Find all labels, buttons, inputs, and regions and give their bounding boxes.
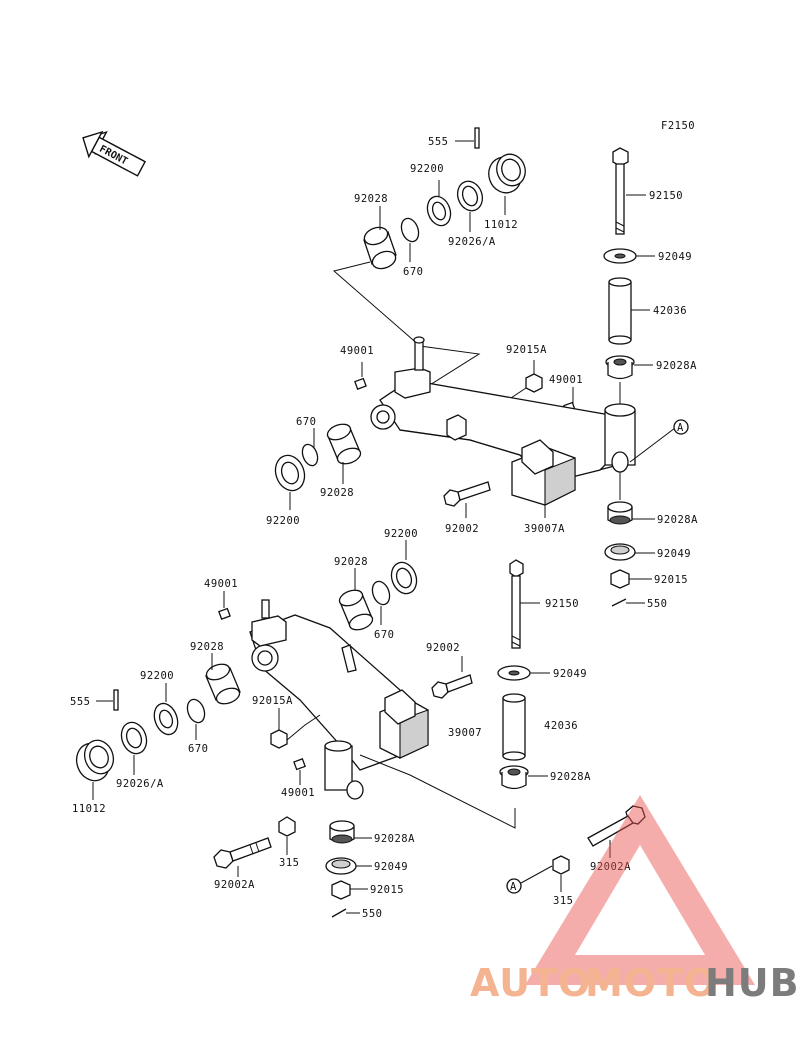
oring-670-upper-left: [301, 443, 319, 467]
oring-670-lower-left: [186, 698, 206, 724]
label-92049-upper: 92049: [658, 251, 692, 263]
watermark-hub: HUB: [705, 961, 800, 1005]
label-92002a-right: 92002A: [590, 861, 631, 873]
watermark-logo: AUTO MOTO HUB: [470, 795, 800, 1005]
washer-92049-upper-bottom: [604, 543, 636, 561]
callout-a-lower-label: A: [510, 881, 517, 893]
pin-555-upper: [474, 127, 480, 149]
figure-code: F2150: [661, 120, 695, 132]
label-92015-lower: 92015: [370, 884, 404, 896]
label-92200-upper-left: 92200: [266, 515, 300, 527]
label-92028-upper-left: 92028: [320, 487, 354, 499]
oring-670-lower-right: [371, 580, 391, 606]
label-670-upper-left: 670: [296, 416, 316, 428]
label-92026a-upper: 92026/A: [448, 236, 496, 248]
bushing-92028a-upper-bottom: [607, 501, 633, 525]
grease-fitting-49001-lower-bottom: [293, 758, 306, 771]
label-92028a-upper-bottom: 92028A: [657, 514, 698, 526]
bolt-92002a-lower: [213, 837, 272, 869]
swing-arm-upper: [370, 336, 636, 506]
callout-a-lower: [506, 878, 522, 894]
bolt-92002-upper: [443, 481, 491, 507]
swing-arm-lower: [249, 599, 429, 800]
watermark-moto: MOTO: [585, 961, 717, 1005]
watermark-auto: AUTO: [470, 961, 591, 1005]
label-92200-upper: 92200: [410, 163, 444, 175]
label-92028a-upper-top: 92028A: [656, 360, 697, 372]
collar-42036-lower: [502, 693, 526, 761]
label-550-upper: 550: [647, 598, 667, 610]
label-42036-upper: 42036: [653, 305, 687, 317]
grease-fitting-49001-upper-left: [354, 377, 367, 390]
cotter-pin-550-upper: [611, 598, 627, 607]
callout-a-upper: [673, 419, 689, 435]
bushing-92028a-lower-left: [329, 820, 355, 844]
label-670-lower-right: 670: [374, 629, 394, 641]
label-39007-lower: 39007: [448, 727, 482, 739]
label-92028-lower-left: 92028: [190, 641, 224, 653]
label-92049-lower-bottom: 92049: [374, 861, 408, 873]
label-92028a-lower-left: 92028A: [374, 833, 415, 845]
label-555-upper: 555: [428, 136, 448, 148]
bushing-92028-lower-right: [338, 589, 374, 631]
label-49001-upper-left: 49001: [340, 345, 374, 357]
label-92026a-lower: 92026/A: [116, 778, 164, 790]
bushing-92028-lower-left: [205, 663, 241, 705]
label-92028-upper: 92028: [354, 193, 388, 205]
label-92150-lower: 92150: [545, 598, 579, 610]
oring-670-upper: [400, 217, 420, 243]
label-39007a-upper: 39007A: [524, 523, 565, 535]
label-92015a-upper: 92015A: [506, 344, 547, 356]
label-92002-upper: 92002: [445, 523, 479, 535]
label-92150-upper: 92150: [649, 190, 683, 202]
callout-a-upper-label: A: [677, 422, 684, 434]
nut-92015a-upper: [525, 373, 543, 393]
label-92002a-lower: 92002A: [214, 879, 255, 891]
label-92028a-lower-right: 92028A: [550, 771, 591, 783]
front-arrow-icon: FRONT: [82, 130, 147, 177]
label-49001-lower-bottom: 49001: [281, 787, 315, 799]
label-49001-lower-top: 49001: [204, 578, 238, 590]
grease-fitting-49001-lower-top: [218, 607, 231, 620]
label-92049-upper-bottom: 92049: [657, 548, 691, 560]
bolt-92150-lower: [509, 559, 524, 649]
cap-11012-upper: [488, 153, 526, 194]
label-11012-upper: 11012: [484, 219, 518, 231]
bolt-92002-lower: [431, 674, 473, 699]
label-92049-lower-top: 92049: [553, 668, 587, 680]
pin-555-lower: [113, 689, 119, 711]
label-555-lower: 555: [70, 696, 90, 708]
label-11012-lower: 11012: [72, 803, 106, 815]
label-92015a-lower: 92015A: [252, 695, 293, 707]
bushing-92028a-upper-top: [605, 355, 635, 380]
label-92028-lower-right: 92028: [334, 556, 368, 568]
label-315-lower: 315: [279, 857, 299, 869]
label-49001-upper-right: 49001: [549, 374, 583, 386]
cotter-pin-550-lower: [331, 908, 347, 918]
label-550-lower: 550: [362, 908, 382, 920]
washer-92049-lower-bottom: [325, 857, 357, 875]
bushing-92028-upper-left: [326, 423, 362, 465]
nut-315-right: [552, 855, 570, 875]
nut-92015-upper: [610, 569, 630, 589]
label-92002-lower: 92002: [426, 642, 460, 654]
nut-92015-lower: [331, 880, 351, 900]
label-92200-lower-left: 92200: [140, 670, 174, 682]
collar-42036-upper: [608, 277, 632, 345]
nut-315-lower: [278, 816, 296, 837]
bolt-92150-upper: [612, 147, 629, 235]
label-42036-lower: 42036: [544, 720, 578, 732]
label-315-right: 315: [553, 895, 573, 907]
bushing-92028a-lower-right: [499, 765, 529, 790]
label-92015-upper: 92015: [654, 574, 688, 586]
nut-92015a-lower: [270, 729, 288, 749]
label-670-upper: 670: [403, 266, 423, 278]
bolt-92002a-right: [587, 805, 646, 847]
label-670-lower-left: 670: [188, 743, 208, 755]
bushing-92028-upper: [363, 226, 397, 270]
label-92200-lower: 92200: [384, 528, 418, 540]
cap-11012-lower: [75, 739, 115, 782]
